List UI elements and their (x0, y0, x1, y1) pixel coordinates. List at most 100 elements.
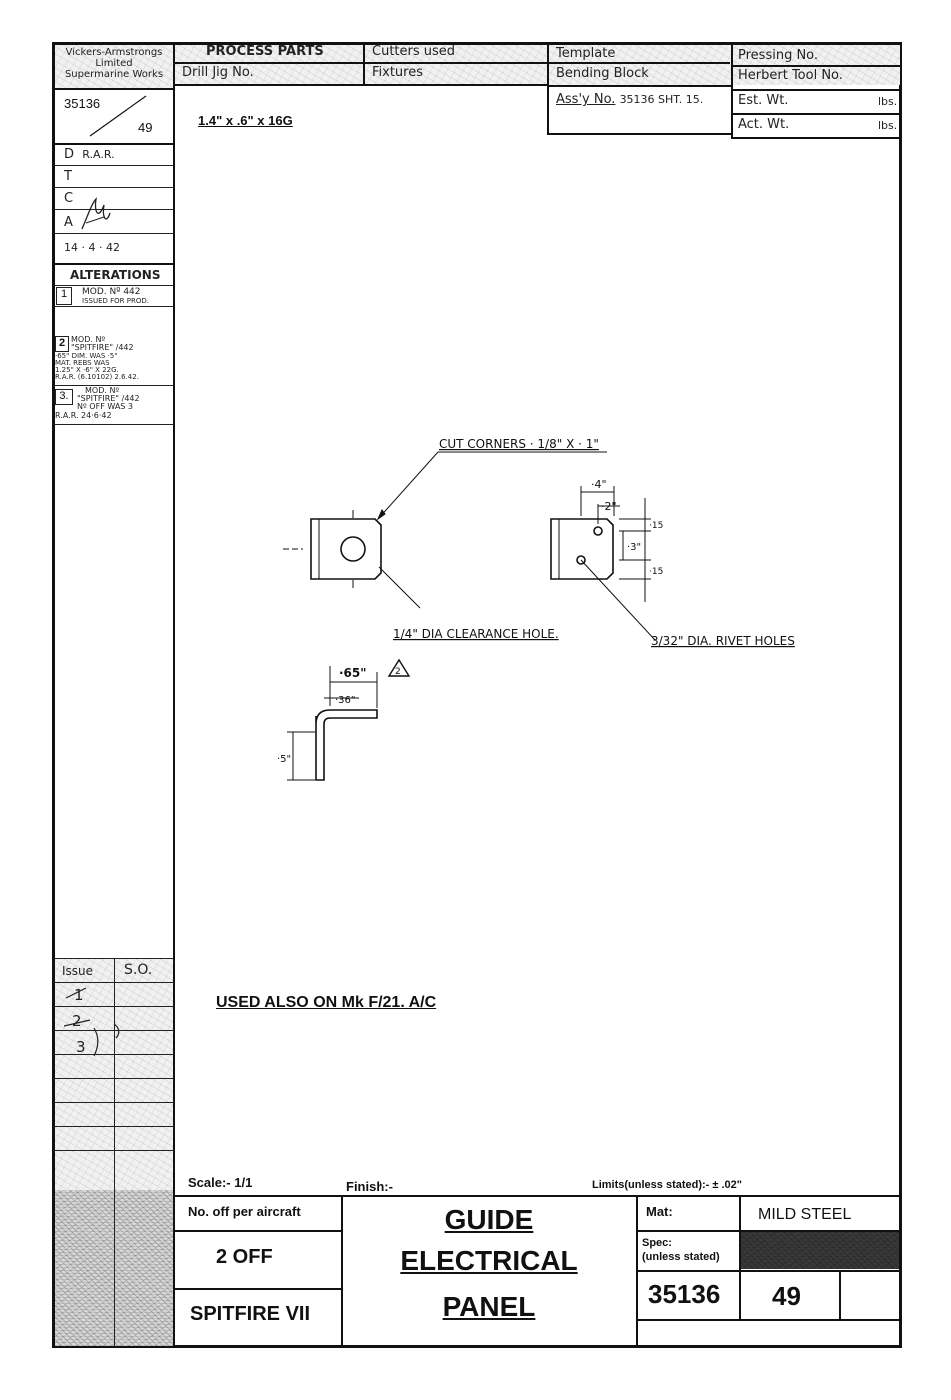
title-block-row (174, 1230, 341, 1232)
issue-1: 1 (74, 986, 84, 1004)
bending-block-label: Bending Block (556, 66, 649, 81)
approval-date: 14 · 4 · 42 (64, 241, 120, 254)
pressing-no-label: Pressing No. (738, 48, 819, 63)
issue-strike-marks (64, 987, 120, 1057)
dim-5: ·5" (277, 754, 291, 765)
no-off-value: 2 OFF (216, 1246, 273, 1268)
divider (54, 1150, 174, 1151)
title-line-1: GUIDE (444, 1204, 534, 1235)
maker-line-3: Supermarine Works (64, 69, 164, 80)
divider (54, 306, 174, 307)
drawing-number: 35136 (648, 1279, 721, 1309)
title-block-row (636, 1319, 900, 1321)
alteration-3-num: 3. (55, 389, 73, 405)
divider (54, 88, 174, 90)
header-col-divider (547, 42, 549, 134)
assy-no: Ass'y No. 35136 SHT. 15. (556, 92, 704, 107)
approval-d: D R.A.R. (64, 147, 115, 162)
spec-value-shaded (741, 1232, 899, 1269)
alteration-2-line-1: MOD. Nº (71, 335, 106, 344)
title-line-3: PANEL (442, 1291, 536, 1322)
limits: Limits(unless stated):- ± .02" (592, 1179, 743, 1191)
divider (54, 1054, 174, 1055)
title-block-top (174, 1195, 900, 1197)
alteration-1-line-2: ISSUED FOR PROD. (82, 297, 149, 305)
title-line-2: ELECTRICAL (400, 1245, 578, 1276)
rivet-holes-note: 3/32" DIA. RIVET HOLES (651, 634, 795, 648)
header-row-divider (731, 113, 901, 115)
divider (54, 285, 174, 286)
divider (54, 385, 174, 386)
clearance-hole-note: 1/4" DIA CLEARANCE HOLE. (393, 627, 559, 641)
spec-label: Spec: (642, 1237, 672, 1249)
alteration-2-line-4: MAT. REBS WAS (55, 359, 110, 367)
alteration-3-line-3: Nº OFF WAS 3 (77, 402, 133, 411)
plate-outline-left (310, 518, 382, 580)
title-block-row (636, 1270, 900, 1272)
alteration-1-line-1: MOD. Nº 442 (82, 287, 141, 297)
no-off-label: No. off per aircraft (188, 1204, 301, 1219)
dim-15-bottom: ·15 (649, 567, 663, 577)
est-wt-unit: lbs. (878, 95, 898, 108)
approval-a: A (64, 215, 73, 230)
issue-3: 3 (76, 1038, 86, 1056)
stock-size: 1.4" x .6" x 16G (198, 113, 293, 128)
divider (54, 982, 174, 983)
divider (54, 143, 174, 145)
scale: Scale:- 1/1 (188, 1175, 253, 1190)
header-col-divider (363, 42, 365, 85)
left-column-divider (173, 42, 175, 1348)
header-bottom (174, 84, 548, 86)
dim-15-top: ·15 (649, 521, 663, 531)
header-row-divider (174, 62, 730, 64)
maker-line-2: Limited (95, 58, 133, 69)
cutters-used-label: Cutters used (372, 44, 456, 59)
est-wt-label: Est. Wt. (738, 93, 789, 108)
header-row-divider (547, 85, 731, 87)
approvals-box: D R.A.R. T C A 14 · 4 · 42 (54, 143, 174, 263)
title-block-row (636, 1230, 900, 1232)
mat-value: MILD STEEL (758, 1206, 852, 1223)
dim-65: ·65" (339, 666, 367, 680)
so-header: S.O. (124, 962, 153, 978)
fixtures-label: Fixtures (372, 65, 424, 80)
divider (54, 1126, 174, 1127)
left-sheet-no: 49 (138, 120, 153, 135)
alteration-2-line-2: "SPITFIRE" /442 (71, 343, 134, 352)
issue-col-divider (114, 958, 115, 1346)
title-block-divider (839, 1270, 841, 1319)
alteration-3: 3. MOD. Nº "SPITFIRE" /442 Nº OFF WAS 3 … (55, 387, 173, 423)
divider (54, 1030, 174, 1031)
rivet-hole-1 (593, 526, 603, 536)
alteration-2-line-5: 1.25" X ·6" X 22G. (55, 366, 119, 374)
aircraft-type: SPITFIRE VII (190, 1303, 311, 1325)
alteration-2: 2 MOD. Nº "SPITFIRE" /442 ·65" DIM. WAS … (55, 336, 173, 386)
plate-outline-right (550, 518, 614, 580)
issue-header: Issue (62, 964, 94, 978)
title-block-divider (341, 1195, 343, 1348)
finish: Finish:- (346, 1179, 393, 1194)
header-bottom (547, 133, 733, 135)
header-row-divider (731, 65, 901, 67)
approval-signature (81, 197, 111, 230)
alteration-2-num: 2 (55, 336, 69, 352)
issue-triangle-mark: 2 (395, 667, 401, 677)
cut-corners-note: CUT CORNERS · 1/8" X · 1" (439, 437, 599, 451)
sheet-number: 49 (772, 1281, 801, 1311)
process-parts-label: PROCESS PARTS (206, 44, 324, 59)
maker-line-1: Vickers-Armstrongs (65, 47, 163, 58)
divider (54, 263, 174, 265)
alteration-3-line-1: MOD. Nº (85, 386, 120, 395)
alterations-title: ALTERATIONS (70, 268, 161, 282)
header-row-divider (731, 89, 901, 91)
header-bottom (731, 137, 901, 139)
approval-c: C (64, 191, 74, 206)
title-block-row (174, 1288, 341, 1290)
alteration-1-num: 1 (56, 287, 72, 305)
alteration-3-line-4: R.A.R. 24·6·42 (55, 411, 112, 420)
divider (54, 1078, 174, 1079)
divider (54, 1102, 174, 1103)
part-drawing: CUT CORNERS · 1/8" X · 1" 1/4" DIA CLEAR… (277, 437, 795, 781)
template-label: Template (556, 46, 616, 61)
mat-label: Mat: (646, 1204, 673, 1219)
